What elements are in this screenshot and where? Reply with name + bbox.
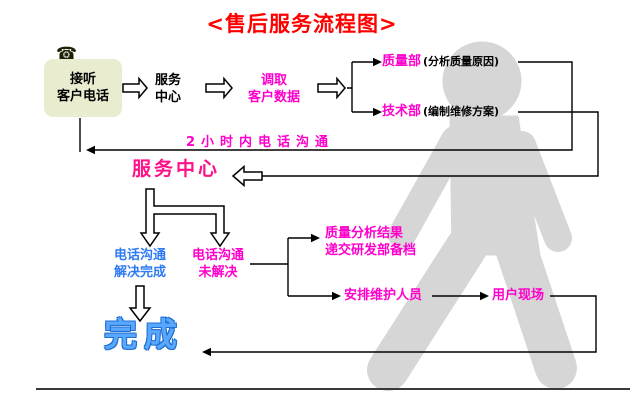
silhouette-right-leg: [495, 227, 577, 389]
tech-dept-note: (编制维修方案): [423, 105, 500, 118]
quality-dept-row: 质量部 (分析质量原因): [382, 53, 499, 70]
branch-to-departments-line: [347, 61, 374, 113]
answer-call-label: 接听 客户电话: [56, 72, 109, 104]
tech-dept: 技术部: [382, 104, 422, 119]
hollow-arrow-into-service-center2: [231, 164, 263, 188]
page-title: <售后服务流程图>: [206, 12, 398, 36]
bottom-divider: [36, 388, 630, 390]
service-center-2: 服务中心: [132, 158, 221, 180]
tech-dept-row: 技术部 (编制维修方案): [382, 103, 499, 120]
arrowhead-to-quality-dept: [373, 57, 382, 67]
site-to-done-line: [209, 295, 597, 353]
unresolved-branches-line: [250, 237, 334, 297]
hollow-split-arrow-service-center2: [139, 188, 231, 248]
feedback-2hour-line: [79, 61, 573, 152]
user-site-node: 用户现场: [492, 288, 545, 303]
arrowhead-feedback-left: [86, 145, 95, 155]
service-center-1: 服务 中心: [154, 73, 181, 105]
arrowhead-to-user-site: [480, 291, 489, 301]
silhouette-right-arm: [508, 131, 572, 252]
feedback-2hour-label: 2小时内电话沟通: [186, 135, 335, 150]
arrowhead-to-arrange-staff: [332, 291, 341, 301]
silhouette-left-leg: [367, 227, 487, 391]
hollow-arrow-data-to-depts: [317, 76, 346, 100]
silhouette-left-arm: [388, 126, 469, 249]
quality-dept-note: (分析质量原因): [423, 55, 500, 68]
quality-dept: 质量部: [382, 54, 422, 69]
retrieve-customer-data: 调取 客户数据: [247, 73, 300, 105]
answer-call-box: 接听 客户电话: [44, 59, 122, 117]
done-node: 完成: [104, 315, 184, 354]
hollow-arrow-resolved-to-done: [128, 285, 152, 323]
arrowhead-to-done-left: [202, 347, 211, 357]
arrowhead-to-tech-dept: [373, 107, 382, 117]
arrowhead-to-quality-result: [311, 233, 320, 243]
quality-result-node: 质量分析结果 递交研发部备档: [325, 226, 417, 258]
hollow-arrow-center-to-data: [205, 76, 233, 100]
arrange-staff-node: 安排维护人员: [344, 288, 423, 303]
phone-icon: ☎: [56, 44, 78, 64]
unresolved-node: 电话沟通 未解决: [191, 248, 244, 280]
resolved-node: 电话沟通 解决完成: [113, 248, 166, 280]
hollow-arrow-box-to-center: [122, 76, 148, 100]
depts-to-service-center-line: [262, 111, 599, 177]
